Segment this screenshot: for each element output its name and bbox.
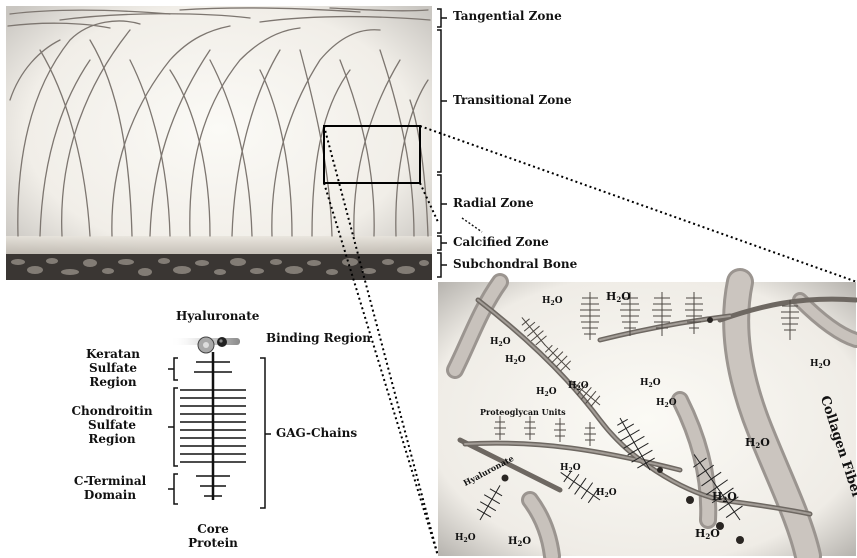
keratan-sulfate-region-label: Keratan Sulfate Region	[68, 348, 158, 389]
calcified-band	[6, 236, 432, 254]
keratan-line-1: Keratan	[68, 348, 158, 362]
radial-zone-label: Radial Zone	[453, 197, 534, 211]
chondroitin-line-1: Chondroitin	[56, 405, 168, 419]
zone-brackets	[437, 9, 447, 277]
core-line-1: Core	[183, 523, 243, 537]
magnified-inset: H2O H2O H2O H2O H2O H2O H2O H2O H2O H2O …	[438, 282, 856, 556]
c-terminal-domain-label: C-Terminal Domain	[60, 475, 160, 503]
core-line-2: Protein	[183, 537, 243, 551]
keratan-line-3: Region	[68, 376, 158, 390]
binding-region-label: Binding Region	[266, 332, 371, 346]
chondroitin-line-2: Sulfate	[56, 419, 168, 433]
chondroitin-line-3: Region	[56, 433, 168, 447]
keratan-line-2: Sulfate	[68, 362, 158, 376]
proteoglycan-units-label: Proteoglycan Units	[480, 408, 566, 417]
core-protein-label: Core Protein	[183, 523, 243, 551]
c-terminal-line-2: Domain	[60, 489, 160, 503]
c-terminal-line-1: C-Terminal	[60, 475, 160, 489]
gag-chains-bracket	[260, 358, 271, 508]
subchondral-bone-band	[6, 254, 432, 280]
subchondral-bone-label: Subchondral Bone	[453, 258, 577, 272]
gag-chains-label: GAG-Chains	[276, 427, 357, 441]
proteoglycan-schematic	[168, 337, 271, 508]
transitional-zone-label: Transitional Zone	[453, 94, 572, 108]
chondroitin-sulfate-region-label: Chondroitin Sulfate Region	[56, 405, 168, 446]
calcified-zone-label: Calcified Zone	[453, 236, 549, 250]
schematic-left-brackets	[168, 358, 178, 504]
tangential-zone-label: Tangential Zone	[453, 10, 562, 24]
hyaluronate-label: Hyaluronate	[176, 310, 259, 324]
radial-arrow	[462, 218, 482, 232]
cartilage-section	[6, 6, 432, 280]
